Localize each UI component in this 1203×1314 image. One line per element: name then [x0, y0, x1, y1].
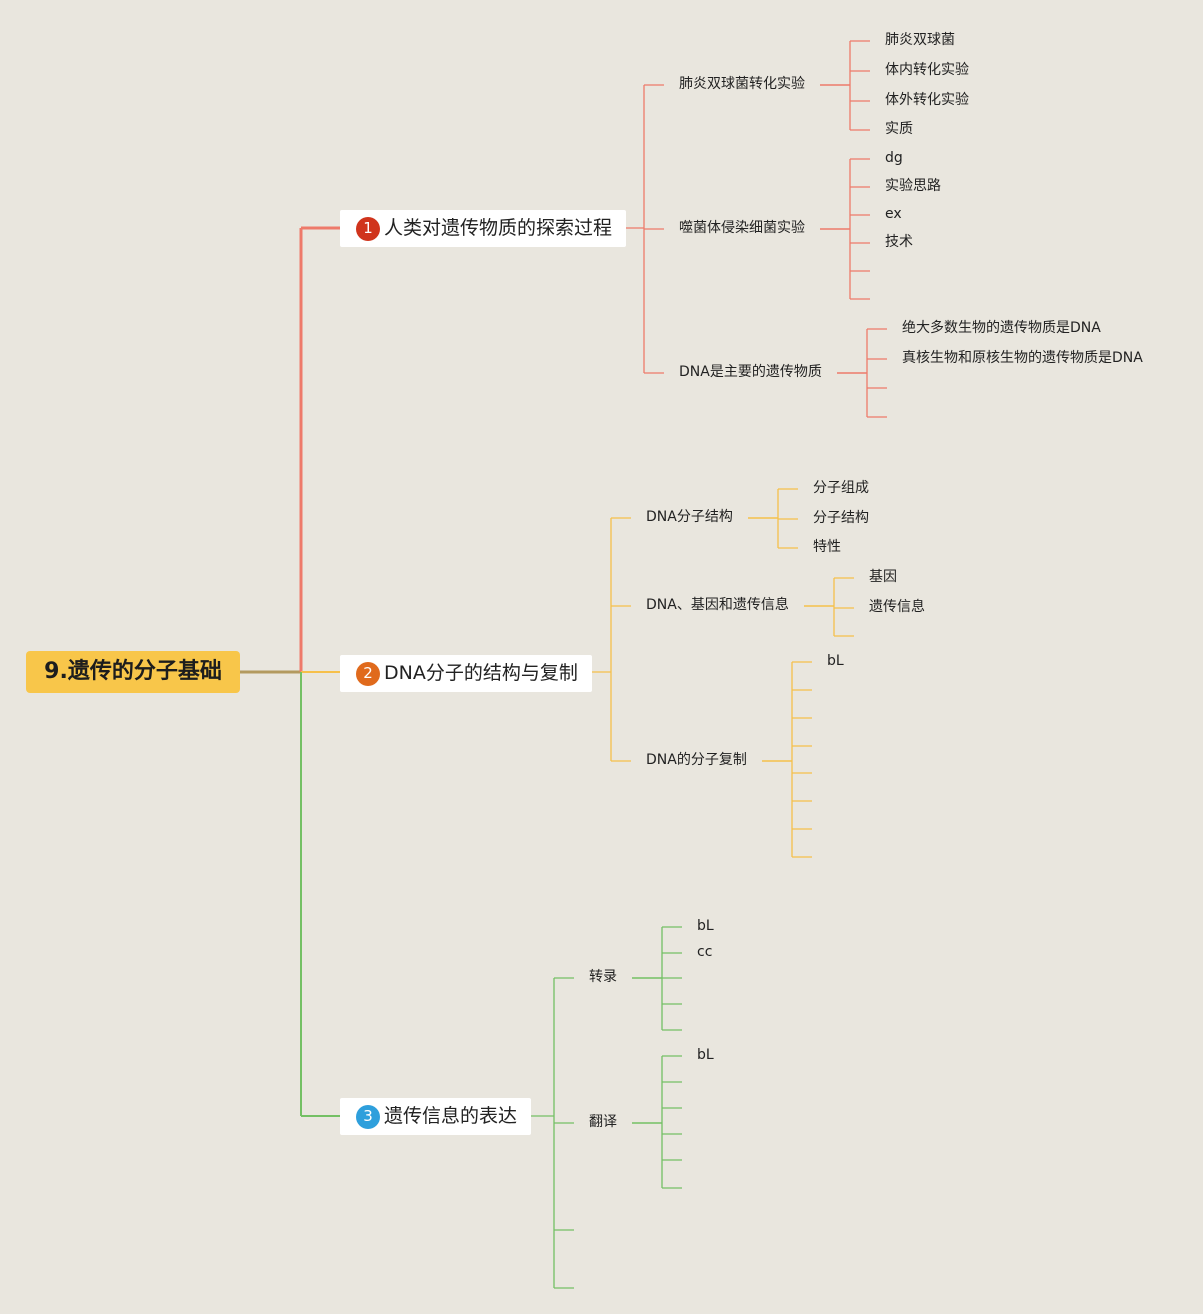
leaf-topic[interactable]: 肺炎双球菌 — [885, 32, 955, 48]
leaf-topic[interactable]: 遗传信息 — [869, 599, 925, 615]
topic-label: 遗传信息的表达 — [384, 1105, 518, 1127]
leaf-topic[interactable]: 绝大多数生物的遗传物质是DNA — [902, 320, 1101, 336]
number-badge-1: 1 — [356, 216, 380, 241]
leaf-topic[interactable]: bL — [697, 918, 714, 934]
leaf-topic[interactable]: cc — [697, 944, 713, 960]
topic-branch-2[interactable]: 2 DNA分子的结构与复制 — [340, 655, 592, 692]
number-badge-2: 2 — [356, 661, 380, 686]
leaf-topic[interactable]: 实质 — [885, 121, 913, 137]
subtopic-2-3[interactable]: DNA的分子复制 — [646, 752, 747, 768]
leaf-topic[interactable]: 体外转化实验 — [885, 92, 969, 108]
topic-label: DNA分子的结构与复制 — [384, 662, 578, 684]
topic-label: 人类对遗传物质的探索过程 — [384, 217, 613, 239]
subtopic-1-1[interactable]: 肺炎双球菌转化实验 — [679, 76, 805, 92]
root-topic[interactable]: 9.遗传的分子基础 — [26, 651, 240, 693]
leaf-topic[interactable]: 体内转化实验 — [885, 62, 969, 78]
leaf-topic[interactable]: 分子组成 — [813, 480, 869, 496]
leaf-topic[interactable]: 分子结构 — [813, 510, 869, 526]
leaf-topic[interactable]: 技术 — [885, 234, 913, 250]
number-badge-3: 3 — [356, 1104, 380, 1129]
leaf-topic[interactable]: 真核生物和原核生物的遗传物质是DNA — [902, 350, 1143, 366]
leaf-topic[interactable]: bL — [827, 653, 844, 669]
leaf-topic[interactable]: 基因 — [869, 569, 897, 585]
subtopic-2-1[interactable]: DNA分子结构 — [646, 509, 733, 525]
subtopic-1-2[interactable]: 噬菌体侵染细菌实验 — [679, 220, 805, 236]
leaf-topic[interactable]: bL — [697, 1047, 714, 1063]
subtopic-3-2[interactable]: 翻译 — [589, 1114, 617, 1130]
topic-branch-3[interactable]: 3 遗传信息的表达 — [340, 1098, 532, 1135]
leaf-topic[interactable]: 实验思路 — [885, 178, 941, 194]
subtopic-3-1[interactable]: 转录 — [589, 969, 617, 985]
leaf-topic[interactable]: dg — [885, 150, 903, 166]
leaf-topic[interactable]: ex — [885, 206, 902, 222]
leaf-topic[interactable]: 特性 — [813, 539, 841, 555]
subtopic-1-3[interactable]: DNA是主要的遗传物质 — [679, 364, 822, 380]
subtopic-2-2[interactable]: DNA、基因和遗传信息 — [646, 597, 789, 613]
topic-branch-1[interactable]: 1 人类对遗传物质的探索过程 — [340, 210, 627, 247]
